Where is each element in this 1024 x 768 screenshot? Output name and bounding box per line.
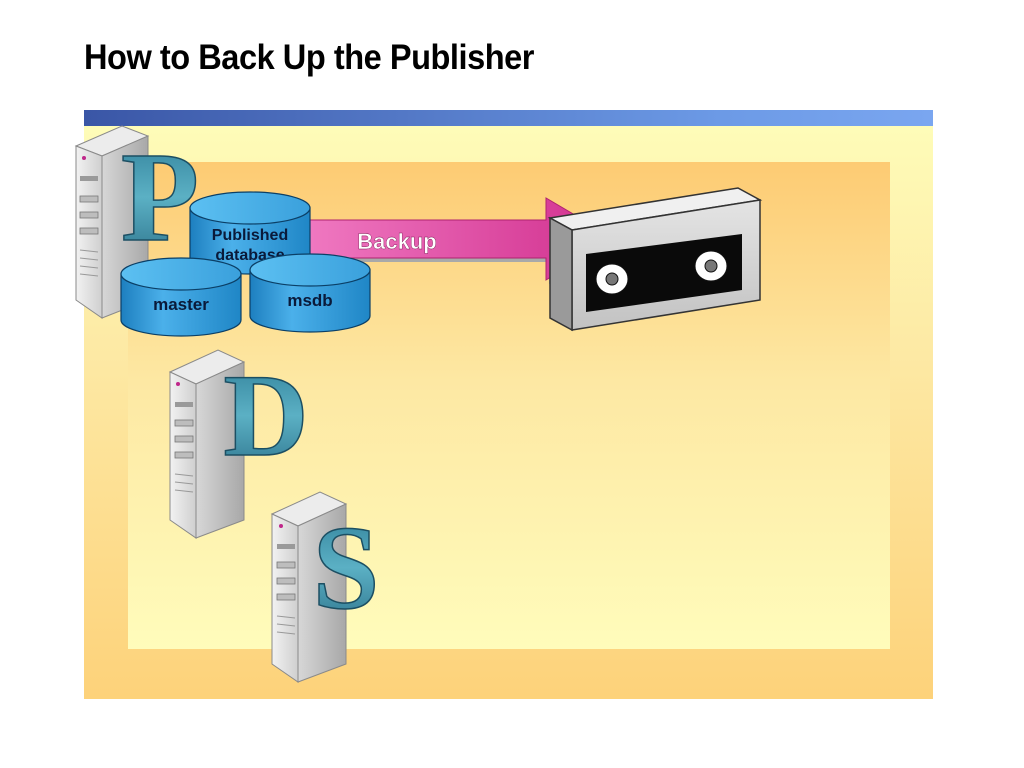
server-letter-s: S xyxy=(313,501,380,634)
msdb-database-label: msdb xyxy=(287,291,332,310)
server-letter-p: P xyxy=(121,126,199,268)
master-database-cylinder xyxy=(120,257,242,337)
distributor-server xyxy=(168,349,246,539)
published-database-label-line1: Published xyxy=(212,227,288,244)
slide-title: How to Back Up the Publisher xyxy=(84,38,534,77)
master-database-label: master xyxy=(153,295,209,314)
msdb-database-cylinder xyxy=(249,253,371,333)
title-underline-bar xyxy=(84,110,933,126)
backup-arrow-label: Backup xyxy=(357,229,436,254)
backup-tape-icon xyxy=(547,187,763,332)
publisher-server xyxy=(74,125,150,319)
server-drive-bays xyxy=(79,156,99,277)
subscriber-server xyxy=(270,491,348,683)
server-letter-d: D xyxy=(223,350,308,481)
